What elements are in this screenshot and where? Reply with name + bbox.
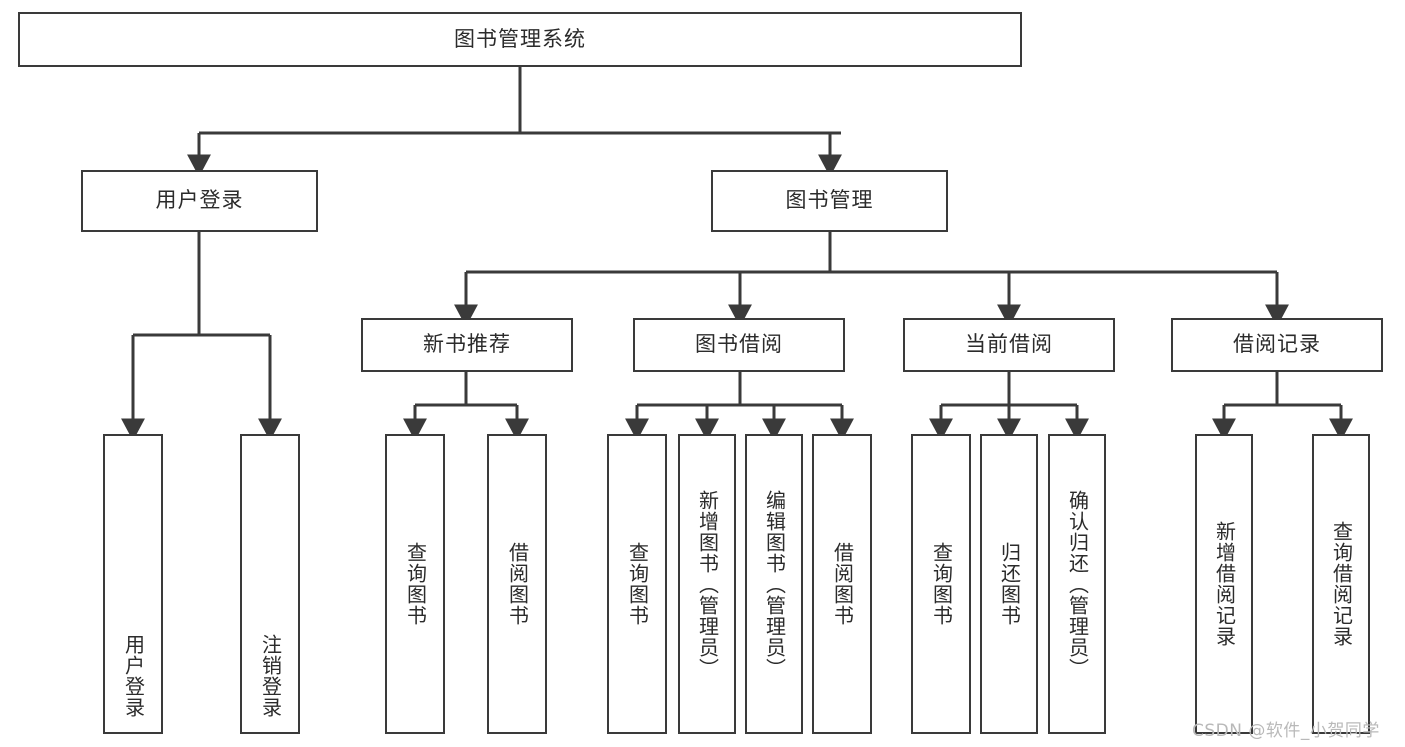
- node-user-login[interactable]: 用户登录: [81, 170, 318, 232]
- node-borrow-record-label: 借阅记录: [1233, 332, 1321, 357]
- node-leaf-edit-book[interactable]: 编辑图书（管理员）: [745, 434, 803, 734]
- node-leaf-confirm-return-label: 确认归还（管理员）: [1065, 489, 1090, 679]
- node-borrow-record[interactable]: 借阅记录: [1171, 318, 1383, 372]
- node-leaf-user-login[interactable]: 用户登录: [103, 434, 163, 734]
- node-leaf-user-login-label: 用户登录: [121, 634, 146, 718]
- node-leaf-edit-book-label: 编辑图书（管理员）: [762, 489, 787, 679]
- node-leaf-query-book-3[interactable]: 查询图书: [911, 434, 971, 734]
- node-leaf-user-logout[interactable]: 注销登录: [240, 434, 300, 734]
- node-leaf-return-book-label: 归还图书: [997, 542, 1022, 626]
- node-leaf-add-record-label: 新增借阅记录: [1212, 521, 1237, 647]
- node-current-borrow-label: 当前借阅: [965, 332, 1053, 357]
- node-leaf-borrow-book-1-label: 借阅图书: [505, 542, 530, 626]
- node-leaf-confirm-return[interactable]: 确认归还（管理员）: [1048, 434, 1106, 734]
- node-leaf-borrow-book-2[interactable]: 借阅图书: [812, 434, 872, 734]
- node-leaf-query-record[interactable]: 查询借阅记录: [1312, 434, 1370, 734]
- node-current-borrow[interactable]: 当前借阅: [903, 318, 1115, 372]
- node-root[interactable]: 图书管理系统: [18, 12, 1022, 67]
- node-leaf-add-record[interactable]: 新增借阅记录: [1195, 434, 1253, 734]
- node-new-book-rec[interactable]: 新书推荐: [361, 318, 573, 372]
- node-book-borrow-label: 图书借阅: [695, 332, 783, 357]
- csdn-watermark: CSDN @软件_小贺同学: [1192, 721, 1380, 741]
- node-new-book-rec-label: 新书推荐: [423, 332, 511, 357]
- node-leaf-return-book[interactable]: 归还图书: [980, 434, 1038, 734]
- node-leaf-query-book-3-label: 查询图书: [929, 542, 954, 626]
- node-leaf-query-record-label: 查询借阅记录: [1329, 521, 1354, 647]
- node-leaf-borrow-book-1[interactable]: 借阅图书: [487, 434, 547, 734]
- node-book-borrow[interactable]: 图书借阅: [633, 318, 845, 372]
- node-book-manage-label: 图书管理: [785, 188, 874, 213]
- node-leaf-user-logout-label: 注销登录: [258, 634, 283, 718]
- node-leaf-query-book-2[interactable]: 查询图书: [607, 434, 667, 734]
- node-leaf-borrow-book-2-label: 借阅图书: [830, 542, 855, 626]
- node-root-label: 图书管理系统: [454, 26, 586, 51]
- node-book-manage[interactable]: 图书管理: [711, 170, 948, 232]
- node-leaf-query-book-1[interactable]: 查询图书: [385, 434, 445, 734]
- node-leaf-add-book-label: 新增图书（管理员）: [695, 489, 720, 679]
- node-leaf-add-book[interactable]: 新增图书（管理员）: [678, 434, 736, 734]
- node-user-login-label: 用户登录: [155, 188, 244, 213]
- node-leaf-query-book-1-label: 查询图书: [403, 542, 428, 626]
- node-leaf-query-book-2-label: 查询图书: [625, 542, 650, 626]
